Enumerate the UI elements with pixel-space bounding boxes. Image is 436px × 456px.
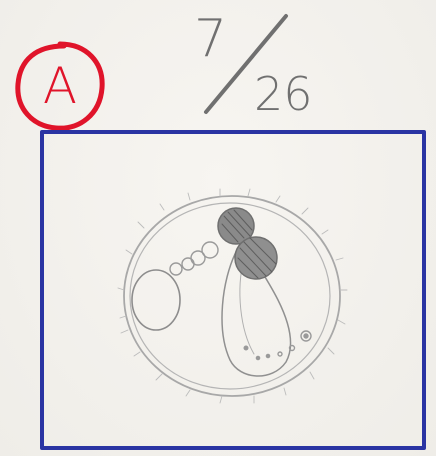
date-month: 7 [194, 9, 227, 69]
label-letter: A [12, 38, 108, 134]
handwritten-date: 7 26 [188, 8, 348, 118]
ringed-granule-core [304, 334, 308, 338]
granule [266, 354, 269, 357]
shaded-nucleus-bottom [235, 237, 277, 279]
cell-sketch [40, 130, 426, 450]
granule [278, 352, 282, 356]
small-vesicle [202, 242, 218, 258]
small-vesicle [170, 263, 182, 275]
granule [244, 346, 248, 350]
granule [256, 356, 259, 359]
large-vacuole [132, 270, 180, 330]
circled-label-a: A [12, 38, 108, 134]
date-day: 26 [254, 67, 313, 118]
small-vesicle [182, 258, 194, 270]
